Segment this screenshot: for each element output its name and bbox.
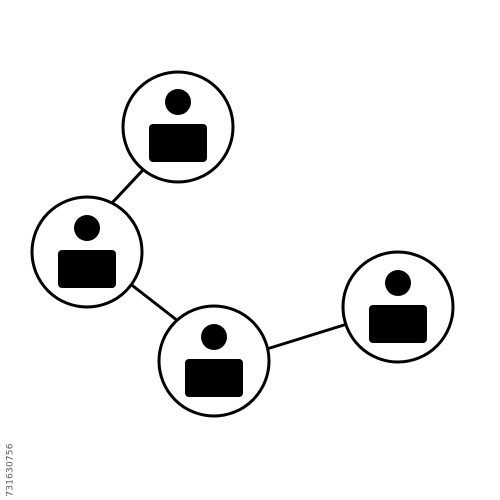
connection-n1-n2 (110, 169, 144, 205)
person-node-3 (157, 304, 271, 418)
connections (110, 169, 346, 350)
connection-n3-n4 (268, 323, 346, 350)
watermark-id-text: 731630756 (6, 443, 16, 497)
person-icon (58, 215, 116, 288)
person-icon (149, 89, 207, 162)
watermark-id: 731630756 (4, 443, 18, 497)
person-node-4 (341, 250, 455, 364)
person-icon (369, 270, 427, 343)
connection-n2-n3 (131, 284, 180, 323)
person-icon (185, 324, 243, 397)
person-node-1 (121, 70, 235, 184)
person-node-2 (30, 195, 144, 309)
